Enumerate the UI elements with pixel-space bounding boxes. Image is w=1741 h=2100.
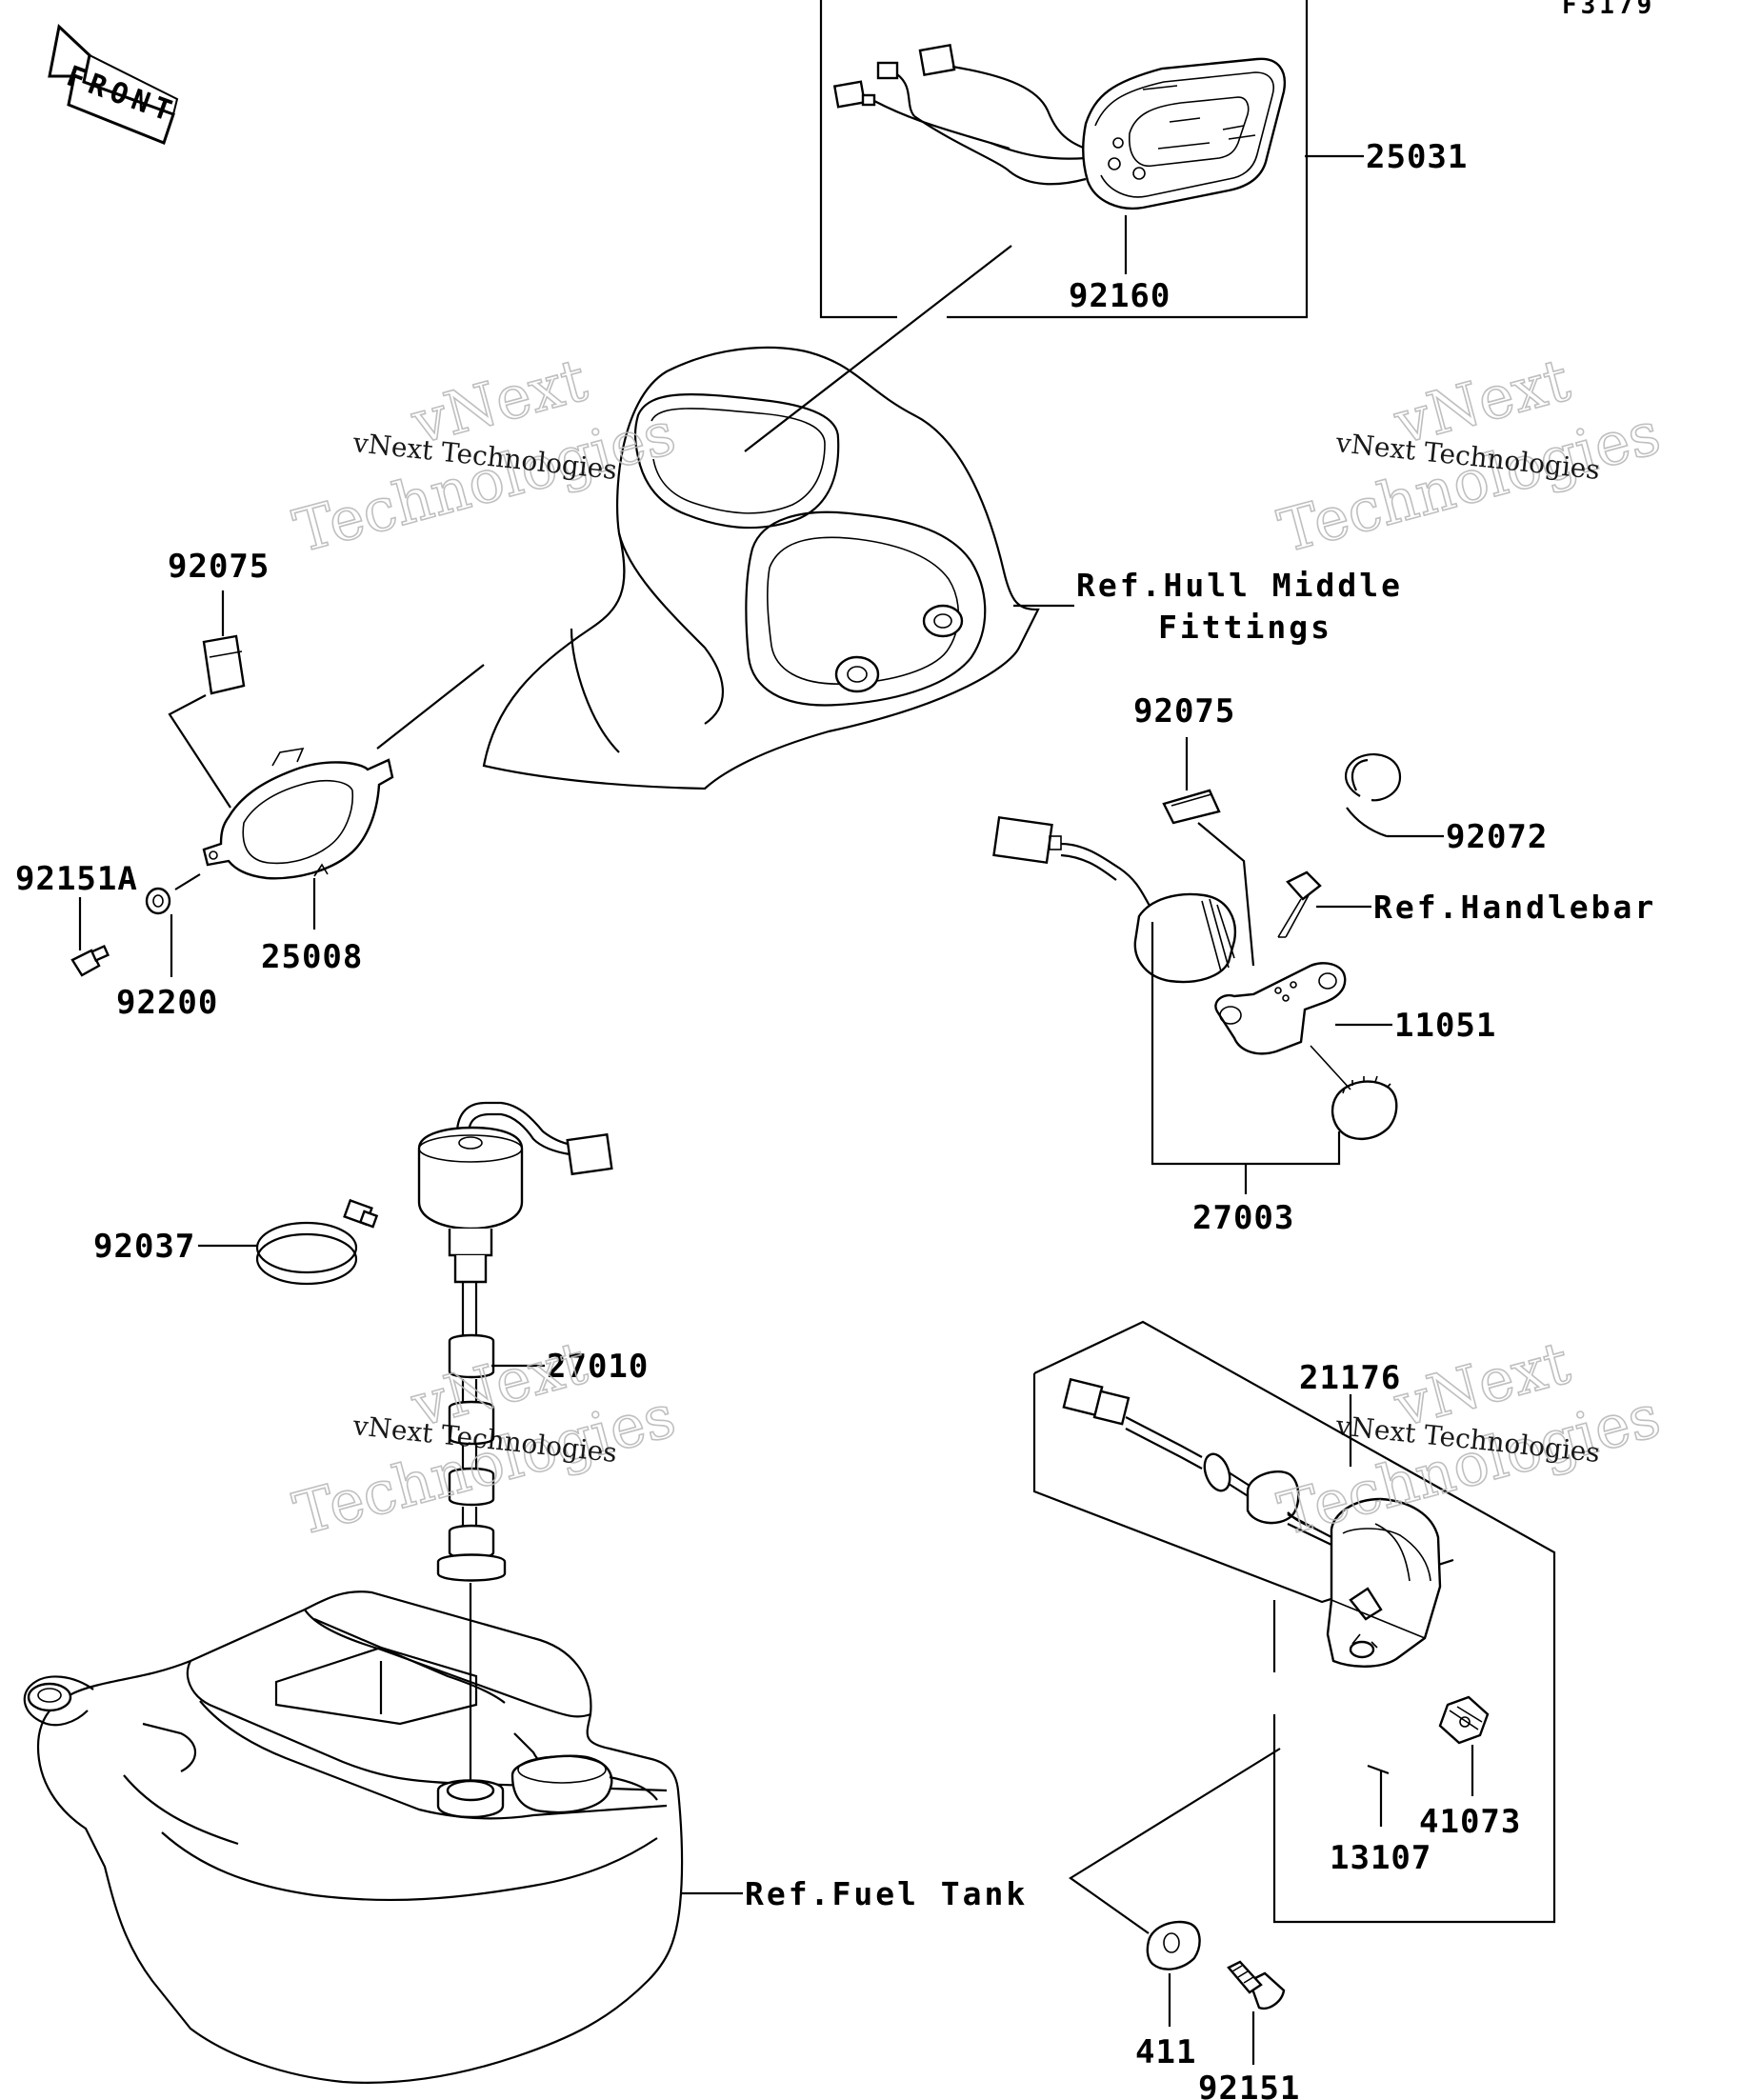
watermark-top-left: vNext Technologies vNext Technologies xyxy=(286,344,683,567)
kill-switch-icon xyxy=(1062,1377,1442,1668)
bolt-icon xyxy=(70,945,110,977)
ref-handlebar: Ref.Handlebar xyxy=(1373,889,1656,926)
meter-holder-icon xyxy=(202,747,394,880)
part-label-92200: 92200 xyxy=(116,984,218,1022)
part-label-92075-right: 92075 xyxy=(1133,692,1235,730)
part-label-92160: 92160 xyxy=(1069,277,1171,315)
ref-hull-line1: Ref.Hull Middle xyxy=(1076,567,1403,604)
bolt-icon xyxy=(1277,870,1322,938)
part-label-13107: 13107 xyxy=(1330,1839,1431,1877)
label-patch-icon xyxy=(202,634,246,695)
front-arrow-icon: FRONT xyxy=(48,24,181,145)
part-label-92037: 92037 xyxy=(93,1228,195,1266)
part-label-25031: 25031 xyxy=(1366,138,1468,176)
part-label-11051: 11051 xyxy=(1394,1007,1496,1045)
part-label-27010: 27010 xyxy=(547,1348,649,1386)
meter-assembly-icon xyxy=(832,44,1287,210)
label-patch-icon xyxy=(1162,789,1221,825)
spring-nut-icon xyxy=(1438,1695,1490,1745)
part-label-27003: 27003 xyxy=(1192,1199,1294,1237)
lanyard-switch-icon xyxy=(992,815,1398,1140)
part-label-92151: 92151 xyxy=(1198,2070,1300,2100)
part-label-25008: 25008 xyxy=(261,938,363,976)
band-clip-icon xyxy=(1344,752,1402,802)
bolt-icon xyxy=(1227,1960,1286,2010)
ref-fuel-tank: Ref.Fuel Tank xyxy=(745,1875,1028,1912)
washer-icon xyxy=(1146,1920,1201,1970)
part-label-92151A: 92151A xyxy=(15,860,138,898)
part-label-92075-left: 92075 xyxy=(168,548,270,586)
part-label-41073: 41073 xyxy=(1419,1803,1521,1841)
hull-cowl-icon xyxy=(482,346,1040,790)
part-label-21176: 21176 xyxy=(1299,1359,1401,1397)
hose-clamp-icon xyxy=(255,1198,379,1286)
part-label-411: 411 xyxy=(1135,2033,1196,2071)
diagram-code: F3179 xyxy=(1562,0,1655,20)
ref-hull-line2: Fittings xyxy=(1158,609,1332,646)
watermark-top-right: vNext Technologies vNext Technologies xyxy=(1271,344,1668,567)
fuel-sender-icon xyxy=(417,1101,613,1582)
washer-icon xyxy=(145,887,171,915)
fuel-tank-icon xyxy=(23,1590,684,2084)
part-label-92072: 92072 xyxy=(1446,818,1548,856)
meter-assembly-box xyxy=(819,0,1309,319)
